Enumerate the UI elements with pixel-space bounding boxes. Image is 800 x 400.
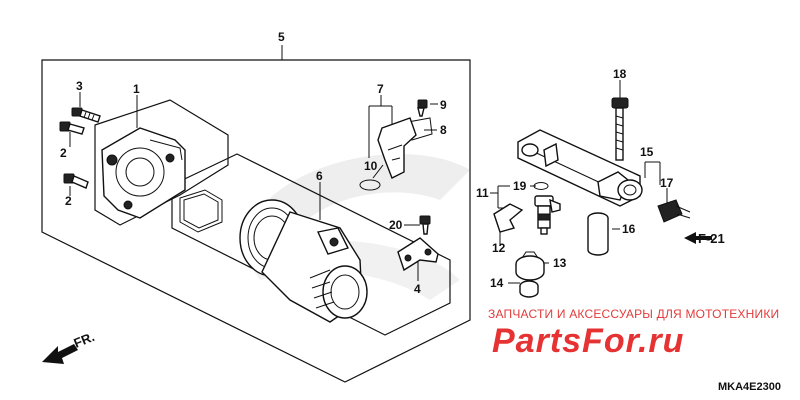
tube-16 (587, 212, 609, 256)
sensor-7-body (377, 117, 417, 179)
diagram-code: MKA4E2300 (718, 381, 781, 393)
front-arrow-label: FR. (72, 329, 97, 351)
callout-15: 15 (640, 145, 654, 159)
throttle-cover (101, 127, 186, 219)
callout-13: 13 (553, 256, 567, 270)
seal-14 (519, 280, 539, 298)
callout-7: 7 (377, 82, 384, 96)
throttle-cover-frame (94, 99, 229, 226)
assembly-frame-outer (41, 59, 471, 383)
cover-gasket (179, 189, 223, 233)
callout-11: 11 (476, 186, 489, 200)
reference-arrow (684, 232, 712, 244)
callout-12: 12 (492, 241, 506, 255)
bolt-2-lower (63, 173, 89, 189)
watermark-logo-text: PartsFor.ru (492, 322, 684, 360)
sensor-9-screw (417, 99, 428, 117)
callout-2: 2 (60, 146, 67, 160)
front-arrow-icon (42, 344, 78, 364)
injector-11 (534, 195, 561, 235)
sensor-10-oring (359, 179, 381, 191)
injector-19-oring (533, 182, 549, 190)
bolt-2-upper (59, 121, 85, 135)
callout-10: 10 (364, 159, 378, 173)
leader-lines (69, 45, 668, 284)
connector-17 (657, 199, 691, 223)
callout-labels: 1 2 2 3 4 5 6 7 8 9 10 11 12 13 14 15 16… (60, 30, 725, 351)
bolt-3 (71, 107, 101, 123)
callout-20: 20 (389, 218, 403, 232)
bolt-18 (611, 97, 629, 161)
watermark: ЗАПЧАСТИ И АКСЕССУАРЫ ДЛЯ МОТОТЕХНИКИ Pa… (488, 307, 779, 360)
callout-9: 9 (440, 98, 447, 112)
bolt-20 (419, 215, 431, 235)
callout-1: 1 (133, 82, 140, 96)
callout-17: 17 (660, 176, 674, 190)
clip-12 (493, 203, 524, 233)
assembly-frame-inner (171, 153, 451, 336)
reference-label-visible: F-21 (698, 231, 725, 246)
callout-16: 16 (622, 222, 636, 236)
callout-3: 3 (76, 79, 83, 93)
callout-19: 19 (513, 179, 527, 193)
callout-6: 6 (316, 169, 323, 183)
callout-2: 2 (65, 194, 72, 208)
callout-5: 5 (278, 30, 285, 44)
cap-13 (515, 251, 545, 281)
throttle-body (239, 199, 368, 323)
callout-4: 4 (414, 282, 421, 296)
callout-18: 18 (613, 67, 627, 81)
callout-14: 14 (490, 276, 504, 290)
fuel-rail (517, 129, 643, 207)
callout-8: 8 (440, 123, 447, 137)
watermark-line1: ЗАПЧАСТИ И АКСЕССУАРЫ ДЛЯ МОТОТЕХНИКИ (488, 307, 779, 321)
bracket-4 (397, 237, 439, 272)
